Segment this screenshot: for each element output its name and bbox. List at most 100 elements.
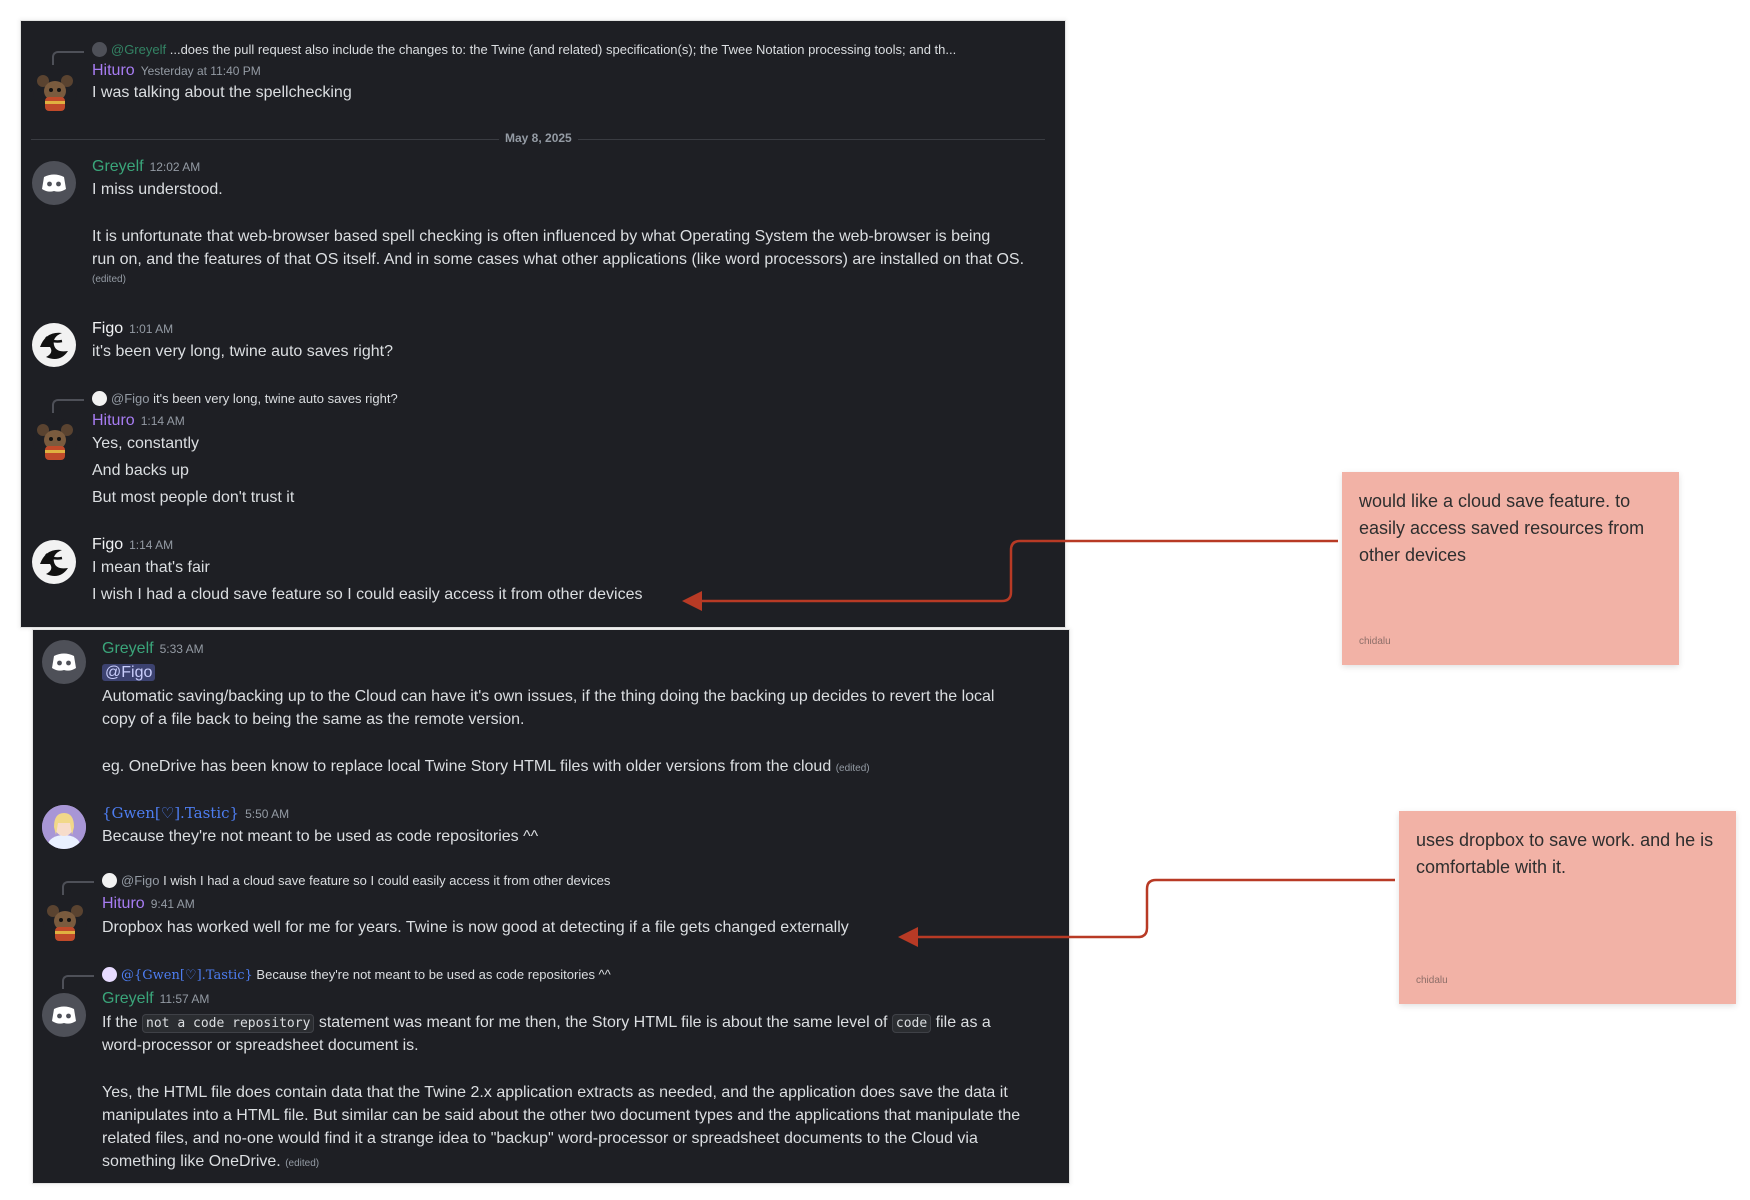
username-greyelf[interactable]: Greyelf bbox=[102, 640, 154, 657]
reply-text: ...does the pull request also include th… bbox=[169, 42, 957, 57]
username-hituro[interactable]: Hituro bbox=[92, 62, 135, 79]
message-text: statement was meant for me then, the Sto… bbox=[318, 1014, 888, 1031]
hituro-avatar[interactable] bbox=[33, 418, 77, 462]
reply-preview[interactable]: @Greyelf ...does the pull request also i… bbox=[92, 41, 956, 59]
username-hituro[interactable]: Hituro bbox=[102, 895, 145, 912]
sticky-note-author: chidalu bbox=[1359, 636, 1391, 647]
discord-avatar-mini-icon bbox=[92, 42, 107, 57]
message-text: Yes, constantly bbox=[92, 435, 200, 452]
message-text: something like OneDrive. bbox=[102, 1153, 281, 1170]
message-text-line: eg. OneDrive has been know to replace lo… bbox=[102, 755, 870, 780]
gwen-avatar[interactable] bbox=[42, 805, 86, 849]
sticky-note-dropbox[interactable]: uses dropbox to save work. and he is com… bbox=[1399, 811, 1736, 1004]
connector-arrow-cloud-save[interactable] bbox=[682, 539, 1338, 611]
sticky-note-cloud-save[interactable]: would like a cloud save feature. to easi… bbox=[1342, 472, 1679, 665]
sticky-note-text: would like a cloud save feature. to easi… bbox=[1359, 491, 1645, 565]
message-header: Figo 1:14 AM bbox=[92, 535, 173, 555]
gwen-avatar-mini-icon bbox=[102, 967, 117, 982]
message-text: Automatic saving/backing up to the Cloud… bbox=[102, 688, 995, 705]
reply-mention: @Greyelf bbox=[111, 42, 167, 57]
message-text: manipulates into a HTML file. But simila… bbox=[102, 1107, 1021, 1124]
message-header: Figo 1:01 AM bbox=[92, 319, 173, 339]
user-mention[interactable]: @Figo bbox=[102, 664, 156, 681]
message-text: Because they're not meant to be used as … bbox=[102, 828, 539, 845]
figo-avatar-mini-icon bbox=[102, 873, 117, 888]
message-header: Hituro 1:14 AM bbox=[92, 411, 185, 431]
message-text: I mean that's fair bbox=[92, 559, 210, 576]
edited-marker: (edited) bbox=[285, 1158, 320, 1169]
discord-default-avatar[interactable] bbox=[42, 640, 86, 684]
edited-marker: (edited) bbox=[92, 274, 126, 285]
figo-avatar[interactable] bbox=[32, 323, 76, 367]
username-hituro[interactable]: Hituro bbox=[92, 412, 135, 429]
reply-spine bbox=[62, 881, 94, 895]
reply-mention: @{Gwen[♡].Tastic} bbox=[121, 968, 253, 983]
message-text: And backs up bbox=[92, 462, 189, 479]
timestamp: 5:50 AM bbox=[245, 807, 290, 821]
reply-spine bbox=[52, 399, 84, 413]
message-text: It is unfortunate that web-browser based… bbox=[92, 228, 991, 245]
message-text: file as a bbox=[935, 1014, 991, 1031]
chat-screenshot-panel-2: Greyelf 5:33 AM @Figo Automatic saving/ba… bbox=[33, 630, 1069, 1183]
timestamp: 1:01 AM bbox=[129, 322, 174, 336]
reply-spine bbox=[52, 51, 84, 65]
message-header: Greyelf 5:33 AM bbox=[102, 639, 204, 659]
sticky-note-text: uses dropbox to save work. and he is com… bbox=[1416, 830, 1714, 877]
reply-preview[interactable]: @{Gwen[♡].Tastic} Because they're not me… bbox=[102, 966, 611, 985]
mention-line: @Figo bbox=[102, 661, 156, 684]
timestamp: 1:14 AM bbox=[129, 538, 174, 552]
discord-default-avatar[interactable] bbox=[32, 161, 76, 205]
message-text: eg. OneDrive has been know to replace lo… bbox=[102, 758, 832, 775]
message-text: Yes, the HTML file does contain data tha… bbox=[102, 1084, 1008, 1101]
username-figo[interactable]: Figo bbox=[92, 536, 124, 553]
message-text-line: something like OneDrive. (edited) bbox=[102, 1150, 319, 1175]
message-text-line: If the not a code repository statement w… bbox=[102, 1011, 991, 1035]
reply-text: Because they're not meant to be used as … bbox=[256, 967, 611, 982]
figo-avatar-mini-icon bbox=[92, 391, 107, 406]
message-header: {Gwen[♡].Tastic} 5:50 AM bbox=[102, 803, 289, 824]
hituro-avatar[interactable] bbox=[33, 69, 77, 113]
message-text: copy of a file back to being the same as… bbox=[102, 711, 525, 728]
reply-preview[interactable]: @Figo it's been very long, twine auto sa… bbox=[92, 390, 398, 408]
sticky-note-author: chidalu bbox=[1416, 975, 1448, 986]
username-greyelf[interactable]: Greyelf bbox=[102, 990, 154, 1007]
edited-marker: (edited) bbox=[835, 763, 870, 774]
message-text: run on, and the features of that OS itse… bbox=[92, 251, 1025, 268]
username-figo[interactable]: Figo bbox=[92, 320, 124, 337]
chat-screenshot-panel-1: @Greyelf ...does the pull request also i… bbox=[21, 21, 1065, 627]
message-text: it's been very long, twine auto saves ri… bbox=[92, 343, 393, 360]
timestamp: 5:33 AM bbox=[159, 642, 204, 656]
figo-avatar[interactable] bbox=[32, 540, 76, 584]
username-greyelf[interactable]: Greyelf bbox=[92, 158, 144, 175]
message-text: I was talking about the spellchecking bbox=[92, 84, 352, 101]
reply-text: I wish I had a cloud save feature so I c… bbox=[163, 873, 611, 888]
message-text: But most people don't trust it bbox=[92, 489, 295, 506]
message-header: Greyelf 11:57 AM bbox=[102, 989, 209, 1009]
message-text: Dropbox has worked well for me for years… bbox=[102, 919, 849, 936]
hituro-avatar[interactable] bbox=[43, 899, 87, 943]
timestamp: Yesterday at 11:40 PM bbox=[140, 64, 261, 78]
connector-arrow-dropbox[interactable] bbox=[898, 878, 1395, 947]
timestamp: 11:57 AM bbox=[159, 992, 210, 1006]
timestamp: 1:14 AM bbox=[140, 414, 185, 428]
message-text: word-processor or spreadsheet document i… bbox=[102, 1037, 419, 1054]
inline-code: not a code repository bbox=[142, 1014, 315, 1033]
username-gwen[interactable]: {Gwen[♡].Tastic} bbox=[102, 804, 240, 822]
reply-text: it's been very long, twine auto saves ri… bbox=[153, 391, 398, 406]
message-text: I miss understood. bbox=[92, 181, 223, 198]
discord-default-avatar[interactable] bbox=[42, 993, 86, 1037]
message-header: Greyelf 12:02 AM bbox=[92, 157, 200, 177]
reply-preview[interactable]: @Figo I wish I had a cloud save feature … bbox=[102, 872, 610, 890]
reply-mention: @Figo bbox=[111, 391, 150, 406]
reply-mention: @Figo bbox=[121, 873, 160, 888]
message-text: I wish I had a cloud save feature so I c… bbox=[92, 586, 643, 603]
date-divider-label: May 8, 2025 bbox=[499, 131, 578, 145]
reply-spine bbox=[62, 975, 94, 989]
timestamp: 12:02 AM bbox=[149, 160, 201, 174]
inline-code: code bbox=[891, 1014, 932, 1033]
message-text: If the bbox=[102, 1014, 138, 1031]
message-header: Hituro Yesterday at 11:40 PM bbox=[92, 61, 261, 81]
message-text: related files, and no-one would find it … bbox=[102, 1130, 978, 1147]
